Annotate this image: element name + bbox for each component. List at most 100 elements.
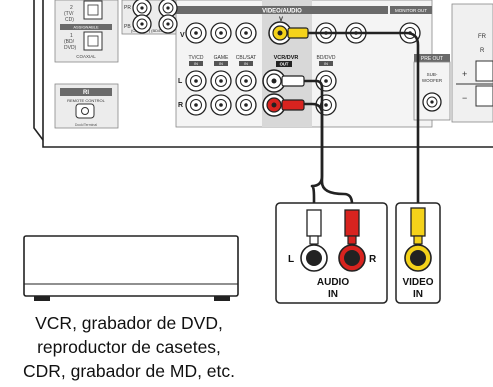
audio-cable-right (303, 102, 354, 210)
audio-left-in-jack-pin (219, 79, 223, 83)
right-label: R (480, 48, 485, 54)
row-label-right: R (178, 102, 183, 109)
audio-left-plug-device (306, 209, 322, 237)
remote-note: Dock/Terminal (75, 123, 97, 127)
monitor-out-title: MONITOR OUT (395, 8, 427, 13)
device-caption: VCR, grabador de DVD, reproductor de cas… (0, 311, 258, 383)
audio-left-label: L (288, 254, 294, 265)
device-audio-in-panel: L R AUDIO IN (275, 202, 388, 304)
audio-cable-left (303, 79, 324, 210)
video-in-jack-ring (190, 27, 202, 39)
ri-logo: RI (83, 90, 89, 96)
audio-right-in-jack-pin (194, 103, 198, 107)
row-label-left: L (178, 78, 183, 85)
pr-label: PR (124, 5, 131, 11)
audio-in-label-b: IN (328, 289, 338, 300)
audio-left-in-jack-pin (244, 79, 248, 83)
video-plug (287, 27, 309, 39)
subwoofer-jack-ring (426, 96, 438, 108)
video-in-jack-pin (219, 31, 223, 35)
audio-right-plug (281, 99, 305, 111)
component-label: (CBL/SAT) (BD/DVD) (131, 28, 170, 33)
input-name-game: GAME (214, 55, 229, 61)
video-in-jack-pin (194, 31, 198, 35)
audio-left-in-jack-pin (194, 79, 198, 83)
video-in-label-b: IN (413, 289, 423, 300)
coax-2-label-b: CD) (65, 17, 74, 23)
caption-line: VCR, grabador de DVD, (35, 313, 223, 333)
optical-jack (83, 0, 103, 20)
audio-left-plug (281, 75, 305, 87)
component-pr-jack-b-ring (162, 2, 174, 14)
video-plug-device (410, 207, 426, 237)
coaxial-area: 2 (TV/ CD) ASSIGNABLE 1 (BD/ DVD) COAXIA… (54, 0, 119, 63)
coax-1-number: 1 (70, 33, 73, 39)
front-label: FR (478, 34, 487, 40)
input-name-vcr-dvr: VCR/DVR (274, 55, 299, 61)
vcr-dvr-out-jacks (262, 21, 309, 117)
component-pb-jack-b-ring (162, 18, 174, 30)
audio-right-in-jack-pin (219, 103, 223, 107)
audio-right-in-jack-ring (240, 99, 252, 111)
cables (303, 31, 420, 210)
remote-jack (75, 103, 95, 119)
video-audio-title: VIDEO/AUDIO (262, 9, 302, 15)
row-label-video: V (180, 32, 185, 39)
remote-control-area: RI REMOTE CONTROL Dock/Terminal (54, 83, 119, 129)
caption-line: CDR, grabador de MD, etc. (22, 361, 236, 381)
external-device-box (23, 235, 239, 301)
component-pb-jack-b-pin (166, 22, 170, 26)
receiver-chassis (33, 0, 493, 148)
subwoofer-label-a: SUB- (427, 72, 438, 77)
input-badge-tv-cd: IN (194, 62, 198, 66)
device-video-in-panel: VIDEO IN (395, 202, 441, 304)
audio-left-in-jack-pin (324, 79, 328, 83)
video-in-jack-ring (240, 27, 252, 39)
remote-control-label: REMOTE CONTROL (67, 98, 106, 103)
audio-right-in-jack-ring (215, 99, 227, 111)
audio-in-label-a: AUDIO (317, 277, 349, 288)
input-badge-game: IN (219, 62, 223, 66)
subwoofer-label-b: WOOFER (422, 78, 443, 83)
component-pr-jack-a-ring (136, 2, 148, 14)
optical-jack (83, 31, 103, 51)
input-name-tv-cd: TV/CD (189, 55, 204, 61)
pb-label: PB (124, 24, 131, 30)
component-pr-jack-b-pin (166, 6, 170, 10)
audio-right-plug-device (344, 209, 360, 237)
component-pb-jack-a-pin (140, 22, 144, 26)
component-pr-jack-a-pin (140, 6, 144, 10)
audio-right-in-jack-pin (244, 103, 248, 107)
pre-out-title: PRE OUT (421, 56, 443, 62)
subwoofer-jack-pin (430, 100, 434, 104)
caption-line: reproductor de casetes, (37, 337, 221, 357)
video-in-label-a: VIDEO (402, 277, 433, 288)
coaxial-label: COAXIAL (76, 54, 96, 59)
audio-right-label: R (369, 254, 377, 265)
video-cable (305, 31, 420, 207)
coax-2-label-a: (TV/ (64, 11, 74, 17)
output-badge-vcr-dvr: OUT (280, 62, 289, 67)
audio-left-in-jack-ring (240, 75, 252, 87)
minus-label: − (462, 93, 467, 103)
audio-right-in-jack-pin (324, 103, 328, 107)
component-pb-jack-a-ring (136, 18, 148, 30)
audio-right-in-jack-ring (190, 99, 202, 111)
audio-left-in-jack-ring (215, 75, 227, 87)
video-in-jack-ring (215, 27, 227, 39)
coax-1-label-a: (BD/ (64, 39, 75, 45)
speaker-terminal-area: FR R + − (451, 3, 493, 123)
input-badge-cbl-sat: IN (244, 62, 248, 66)
plus-label: + (462, 69, 467, 79)
input-name-cbl-sat: CBL/SAT (236, 55, 256, 61)
input-badge-bd-dvd: IN (324, 62, 328, 66)
audio-left-in-jack-ring (190, 75, 202, 87)
coax-1-label-b: DVD) (64, 45, 77, 51)
coax-2-number: 2 (70, 5, 73, 11)
assignable-label: ASSIGNABLE (73, 25, 99, 30)
video-in-jack-pin (244, 31, 248, 35)
panel-v-label: V (279, 17, 283, 23)
audio-right-in-jack-ring (320, 99, 332, 111)
input-name-bd-dvd: BD/DVD (317, 55, 336, 61)
